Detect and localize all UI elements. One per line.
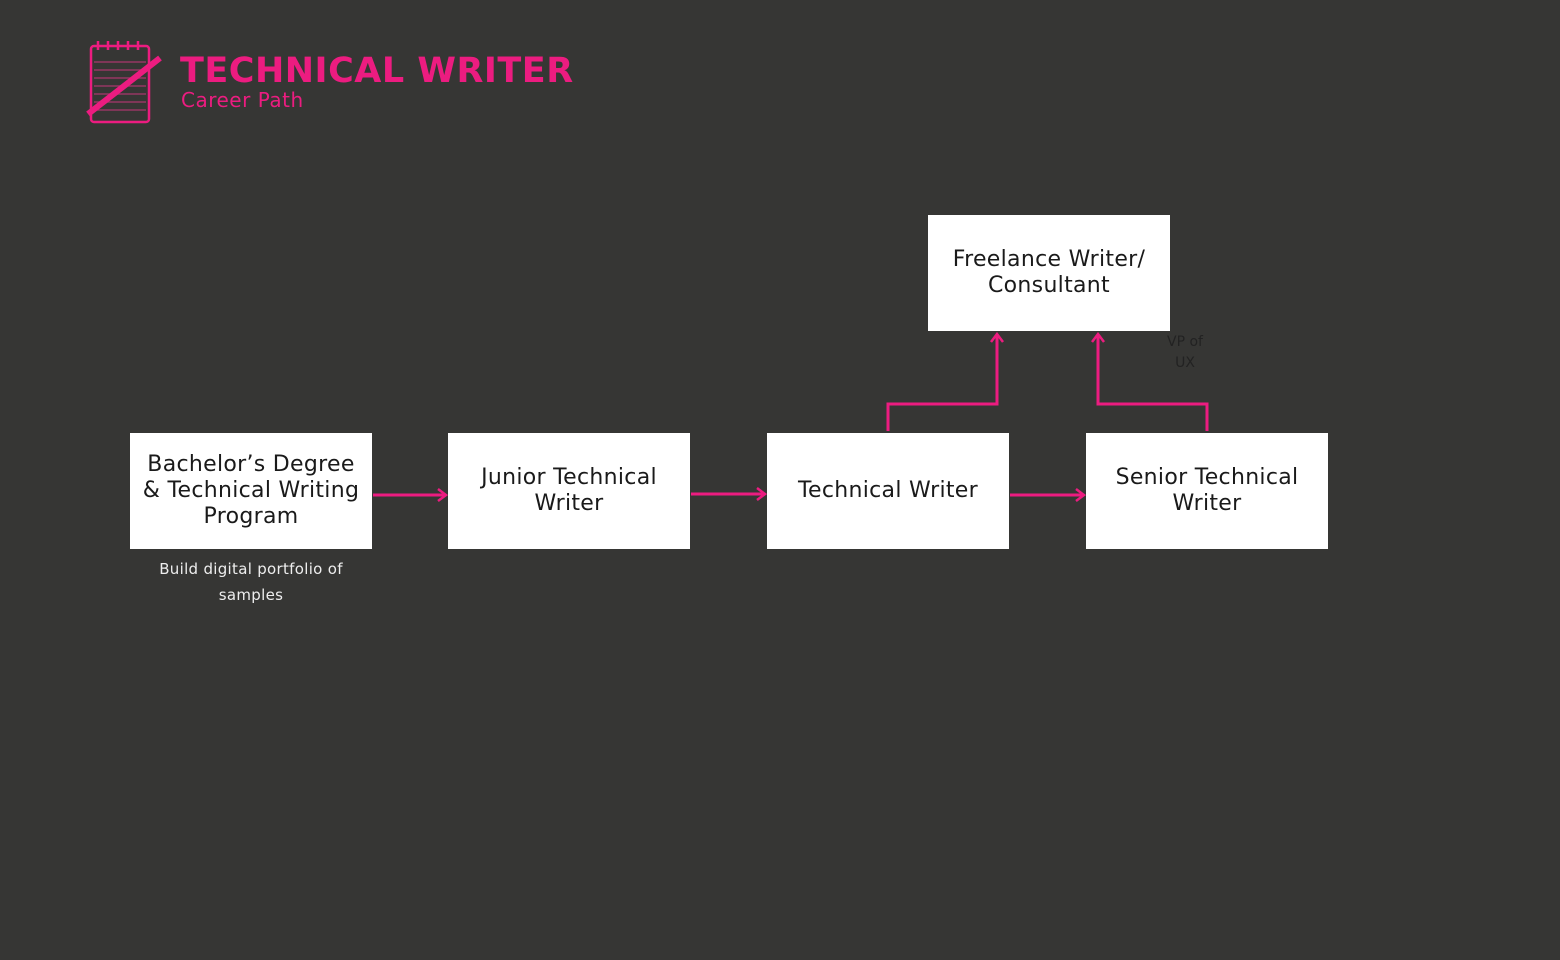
- page-subtitle: Career Path: [181, 88, 304, 112]
- node-junior-technical-writer: Junior Technical Writer: [448, 433, 690, 549]
- page-title: TECHNICAL WRITER: [180, 51, 574, 91]
- bachelor-note: Build digital portfolio of samples: [159, 560, 343, 604]
- node-label: Junior Technical Writer: [481, 465, 657, 516]
- node-senior-technical-writer: Senior Technical Writer: [1086, 433, 1328, 549]
- node-freelance-consultant: Freelance Writer/ Consultant: [928, 215, 1170, 331]
- node-label: Technical Writer: [798, 478, 978, 503]
- node-label: Freelance Writer/ Consultant: [952, 247, 1146, 298]
- node-bachelors-degree: Bachelor’s Degree & Technical Writing Pr…: [130, 433, 372, 549]
- node-label: Bachelor’s Degree & Technical Writing Pr…: [142, 452, 360, 529]
- arrow-technical-to-freelance: [886, 334, 997, 431]
- notepad-pencil-icon: [86, 41, 162, 124]
- node-label: Senior Technical Writer: [1115, 465, 1299, 516]
- vp-of-ux-label: VP of UX: [1167, 334, 1203, 371]
- node-technical-writer: Technical Writer: [767, 433, 1009, 549]
